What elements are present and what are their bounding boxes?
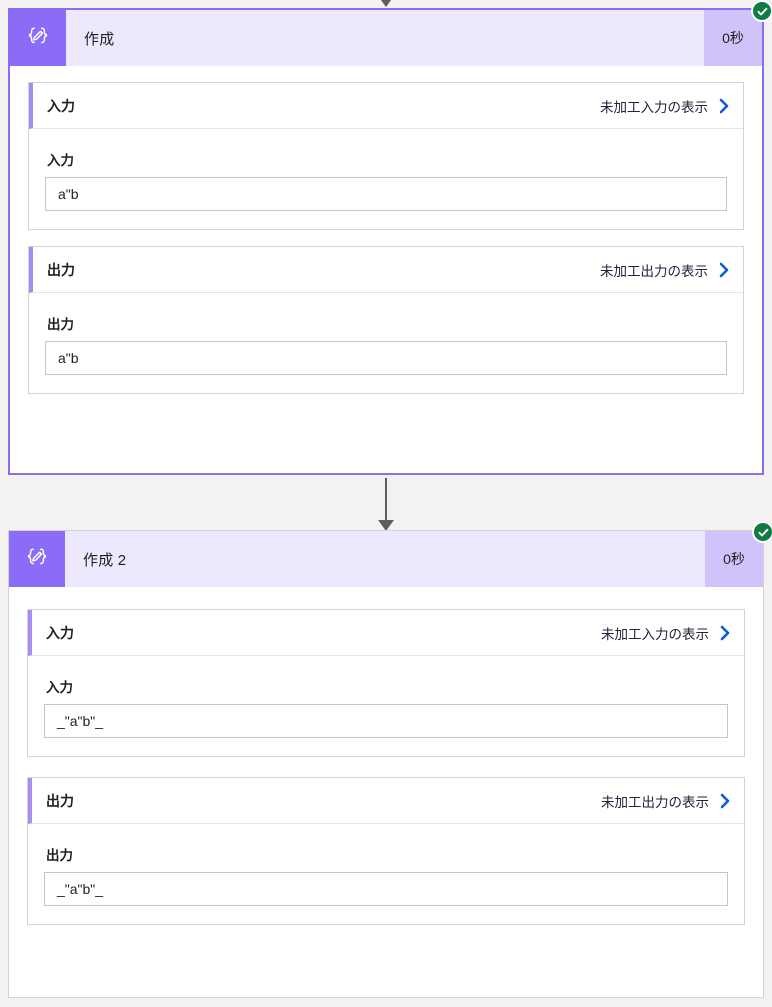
action-card-body: 入力 未加工入力の表示 入力 _"a"b"_ 出力: [9, 587, 763, 943]
outputs-section-title: 出力: [46, 792, 74, 809]
show-raw-inputs-label: 未加工入力の表示: [601, 626, 709, 642]
connector-into-card-1: [0, 0, 772, 7]
show-raw-outputs-link[interactable]: 未加工出力の表示: [601, 791, 732, 811]
action-card-body: 入力 未加工入力の表示 入力 a"b 出力: [10, 66, 762, 412]
inputs-section: 入力 未加工入力の表示 入力 _"a"b"_: [27, 609, 745, 757]
outputs-field-value[interactable]: a"b: [45, 341, 727, 375]
inputs-section-body: 入力 _"a"b"_: [28, 656, 744, 756]
outputs-field-label: 出力: [47, 317, 74, 332]
show-raw-inputs-label: 未加工入力の表示: [600, 99, 708, 115]
outputs-section-header: 出力 未加工出力の表示: [28, 778, 744, 824]
show-raw-outputs-link[interactable]: 未加工出力の表示: [600, 260, 731, 280]
action-card-compose-1[interactable]: 作成 0秒 入力 未加工入力の表示: [8, 0, 772, 475]
chevron-right-icon: [719, 262, 729, 277]
inputs-section-header: 入力 未加工入力の表示: [29, 83, 743, 129]
inputs-section-header: 入力 未加工入力の表示: [28, 610, 744, 656]
action-card-header[interactable]: 作成 0秒: [10, 0, 772, 66]
action-card-compose-2[interactable]: 作成 2 0秒 入力 未加工入力の表示: [8, 521, 772, 998]
outputs-field-label: 出力: [46, 848, 73, 863]
outputs-section: 出力 未加工出力の表示 出力 _"a"b"_: [27, 777, 745, 925]
outputs-field-value[interactable]: _"a"b"_: [44, 872, 728, 906]
inputs-section-title: 入力: [47, 97, 75, 114]
inputs-field-label: 入力: [47, 153, 74, 168]
action-duration-badge: 0秒: [704, 10, 762, 66]
status-success-check-icon: [752, 521, 772, 543]
inputs-section-title: 入力: [46, 624, 74, 641]
inputs-field-value[interactable]: _"a"b"_: [44, 704, 728, 738]
action-card-title: 作成: [84, 30, 115, 48]
outputs-section-header: 出力 未加工出力の表示: [29, 247, 743, 293]
outputs-section: 出力 未加工出力の表示 出力 a"b: [28, 246, 744, 394]
inputs-field-label: 入力: [46, 680, 73, 695]
show-raw-outputs-label: 未加工出力の表示: [601, 794, 709, 810]
show-raw-inputs-link[interactable]: 未加工入力の表示: [600, 96, 731, 116]
chevron-right-icon: [719, 98, 729, 113]
chevron-right-icon: [720, 793, 730, 808]
inputs-section: 入力 未加工入力の表示 入力 a"b: [28, 82, 744, 230]
outputs-section-body: 出力 a"b: [29, 293, 743, 393]
compose-braces-pencil-icon: [9, 531, 65, 587]
show-raw-outputs-label: 未加工出力の表示: [600, 263, 708, 279]
inputs-section-body: 入力 a"b: [29, 129, 743, 229]
action-card-title: 作成 2: [83, 551, 127, 569]
show-raw-inputs-link[interactable]: 未加工入力の表示: [601, 623, 732, 643]
outputs-section-title: 出力: [47, 261, 75, 278]
connector-card-1-to-card-2: [0, 478, 772, 531]
compose-braces-pencil-icon: [10, 10, 66, 66]
inputs-field-value[interactable]: a"b: [45, 177, 727, 211]
outputs-section-body: 出力 _"a"b"_: [28, 824, 744, 924]
action-duration-badge: 0秒: [705, 531, 763, 587]
action-card-header[interactable]: 作成 2 0秒: [9, 521, 772, 587]
status-success-check-icon: [751, 0, 772, 22]
chevron-right-icon: [720, 625, 730, 640]
